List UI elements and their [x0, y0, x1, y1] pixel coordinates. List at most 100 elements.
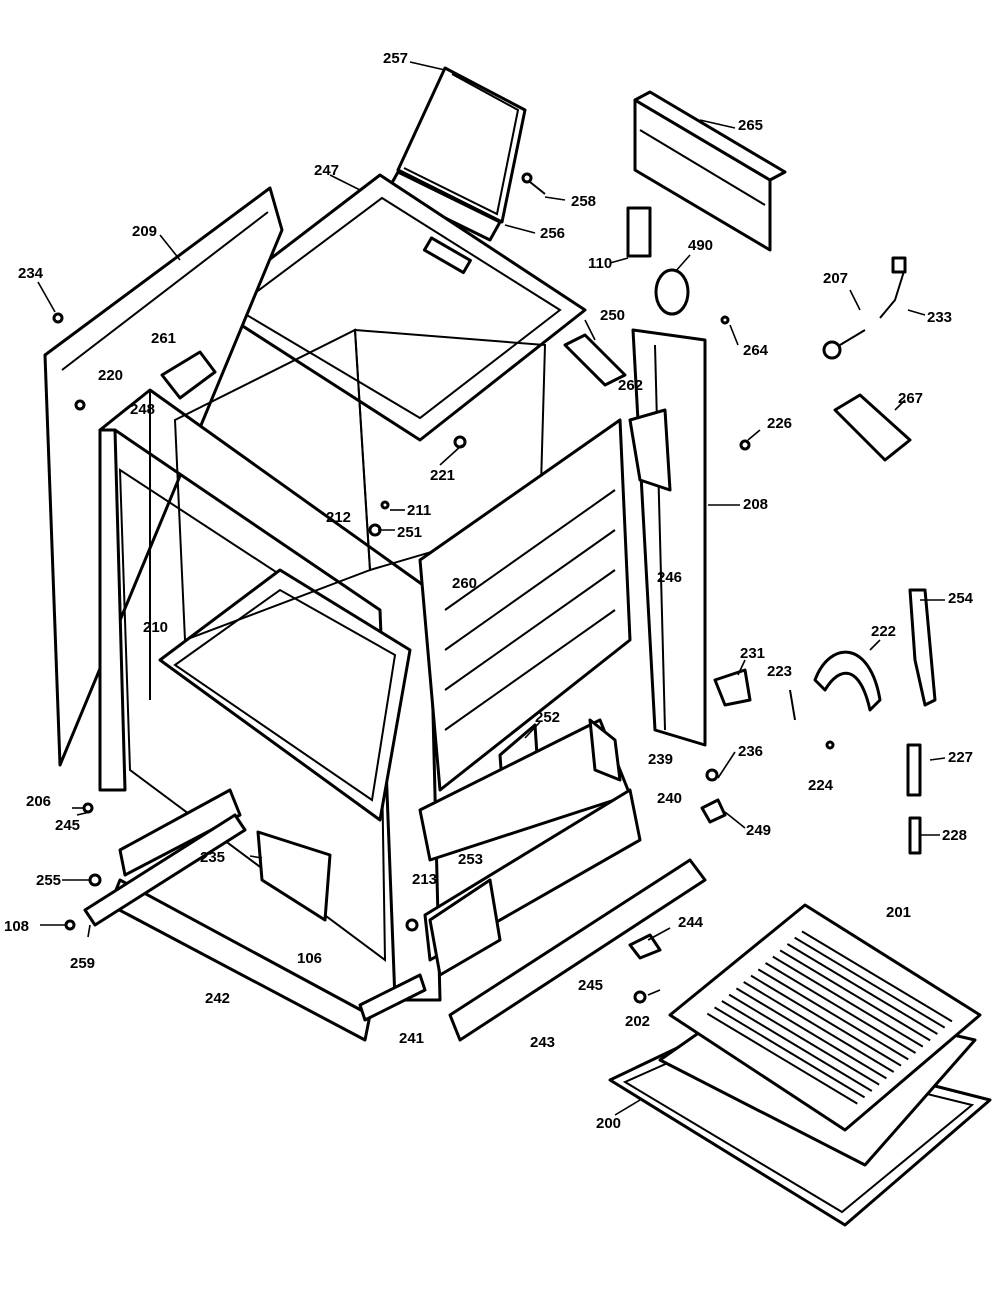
part-261-block: [160, 350, 217, 400]
label-261: 261: [151, 330, 176, 347]
grid-slot: [743, 981, 895, 1073]
label-224: 224: [808, 777, 834, 794]
label-222: 222: [871, 623, 896, 640]
part-247-top-panel: [208, 173, 587, 442]
label-202: 202: [625, 1013, 650, 1030]
part-249: [700, 798, 727, 824]
grid-slot: [801, 930, 953, 1023]
grid-slot: [750, 974, 902, 1067]
part-201-grid: [668, 903, 982, 1132]
part-234-screw: [52, 312, 64, 324]
part-242-rail: [108, 878, 372, 1042]
grid-slot: [772, 955, 924, 1048]
part-226-screw: [739, 439, 751, 451]
label-256: 256: [540, 225, 565, 242]
part-258: [521, 172, 546, 195]
label-249: 249: [746, 822, 771, 839]
label-220: 220: [98, 367, 123, 384]
label-244: 244: [678, 914, 704, 931]
label-243: 243: [530, 1034, 555, 1051]
label-264: 264: [743, 342, 769, 359]
label-265: 265: [738, 117, 763, 134]
part-220-screw: [74, 399, 86, 411]
label-260: 260: [452, 575, 477, 592]
part-224-screw: [825, 740, 835, 750]
callout-labels: 257 247 209 258 256 265 110 490 234 261 …: [4, 50, 974, 1132]
part-490-disk: [654, 268, 690, 316]
label-248: 248: [130, 401, 155, 418]
label-262: 262: [618, 377, 643, 394]
part-233-cord: [879, 256, 907, 319]
label-200: 200: [596, 1115, 621, 1132]
label-211: 211: [407, 502, 431, 519]
label-251: 251: [397, 524, 422, 541]
label-106: 106: [297, 950, 322, 967]
grid-slot: [721, 1000, 873, 1092]
label-245: 245: [578, 977, 603, 994]
label-228: 228: [942, 827, 967, 844]
part-110-switch: [626, 206, 652, 258]
label-254: 254: [948, 590, 974, 607]
label-207: 207: [823, 270, 848, 287]
label-257: 257: [383, 50, 408, 67]
label-255: 255: [36, 872, 61, 889]
label-210: 210: [143, 619, 168, 636]
part-236: [705, 768, 719, 782]
label-250: 250: [600, 307, 625, 324]
label-231: 231: [740, 645, 765, 662]
part-207-knob: [822, 329, 866, 360]
label-258: 258: [571, 193, 596, 210]
grid-slot: [757, 968, 909, 1061]
part-235-bracket: [256, 830, 332, 922]
label-259: 259: [70, 955, 95, 972]
part-213: [405, 918, 419, 932]
label-110: 110: [588, 255, 612, 272]
part-231-latch: [713, 668, 752, 707]
part-228-spring: [908, 816, 922, 855]
label-108: 108: [4, 918, 29, 935]
label-206: 206: [26, 793, 51, 810]
label-212: 212: [326, 509, 351, 526]
grid-slot: [786, 943, 938, 1035]
part-250-strip: [563, 333, 627, 387]
part-227-spring: [906, 743, 922, 797]
part-259-rail: [83, 813, 247, 927]
label-226: 226: [767, 415, 792, 432]
label-235: 235: [200, 849, 225, 866]
part-254-hinge: [908, 588, 937, 707]
part-255: [88, 873, 102, 887]
grid-slot: [794, 936, 946, 1029]
grid-slot: [728, 993, 880, 1086]
label-233: 233: [927, 309, 952, 326]
cabinet-frame: [98, 388, 442, 1002]
part-264-screw: [720, 315, 730, 325]
part-243-front-strip: [448, 858, 707, 1042]
grid-slot: [779, 949, 931, 1042]
label-490: 490: [688, 237, 713, 254]
label-201: 201: [886, 904, 911, 921]
part-265-control-panel: [633, 90, 787, 252]
part-238-rail: [118, 788, 242, 877]
part-245-screw: [82, 802, 94, 814]
leader-lines: [37, 61, 946, 1116]
label-239: 239: [648, 751, 673, 768]
label-236: 236: [738, 743, 763, 760]
part-267-block: [833, 393, 912, 462]
label-208: 208: [743, 496, 768, 513]
label-252: 252: [535, 709, 560, 726]
part-222-bracket: [813, 650, 882, 712]
grid-slot: [765, 962, 917, 1054]
label-245-left: 245: [55, 817, 80, 834]
label-209: 209: [132, 223, 157, 240]
label-241: 241: [399, 1030, 424, 1047]
label-213: 213: [412, 871, 437, 888]
label-223: 223: [767, 663, 792, 680]
label-246: 246: [657, 569, 682, 586]
part-253: [428, 878, 502, 977]
part-262-bracket: [628, 408, 672, 492]
part-246-side-panel: [418, 418, 632, 792]
grid-slot: [714, 1006, 866, 1099]
label-253: 253: [458, 851, 483, 868]
